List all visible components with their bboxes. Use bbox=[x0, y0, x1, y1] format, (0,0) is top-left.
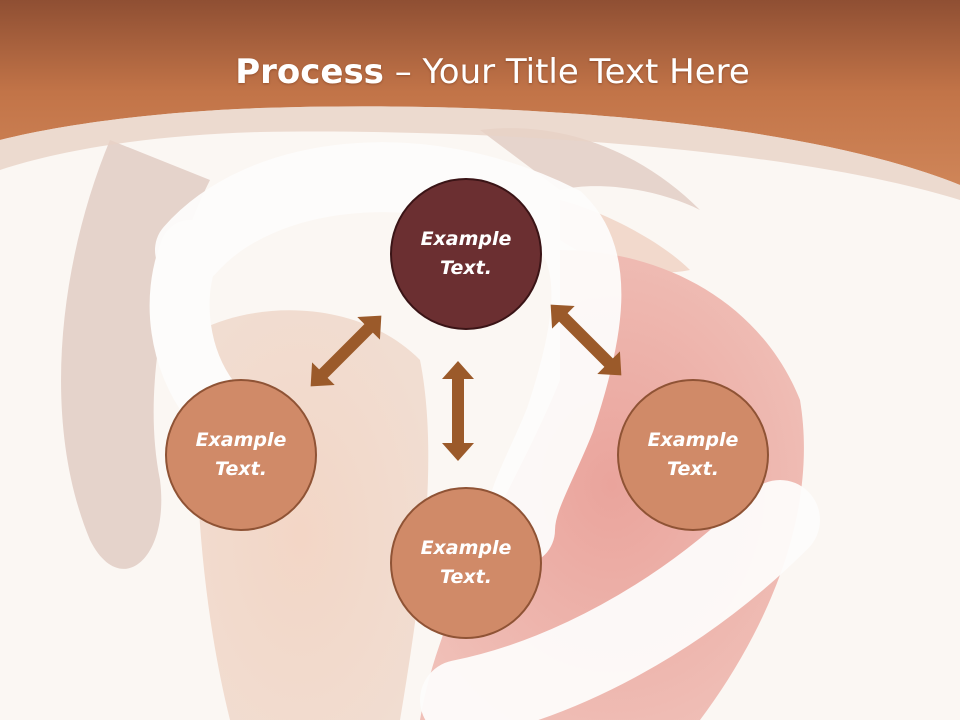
center-node-line2: Text. bbox=[440, 257, 492, 279]
title-rest: – Your Title Text Here bbox=[383, 52, 750, 92]
center-node-line1: Example bbox=[420, 228, 512, 250]
double-arrow-icon bbox=[310, 315, 382, 387]
double-arrow-icon bbox=[442, 361, 474, 461]
title-bold: Process bbox=[235, 52, 384, 92]
slide-title: Process – Your Title Text Here bbox=[0, 52, 960, 92]
right-node-line1: Example bbox=[647, 429, 739, 451]
left-node-line1: Example bbox=[195, 429, 287, 451]
header-band bbox=[0, 0, 960, 200]
right-node-line2: Text. bbox=[667, 458, 719, 480]
double-arrow-icon bbox=[550, 304, 622, 376]
bottom-node-line2: Text. bbox=[440, 566, 492, 588]
bottom-node-line1: Example bbox=[420, 537, 512, 559]
left-node-line2: Text. bbox=[215, 458, 267, 480]
